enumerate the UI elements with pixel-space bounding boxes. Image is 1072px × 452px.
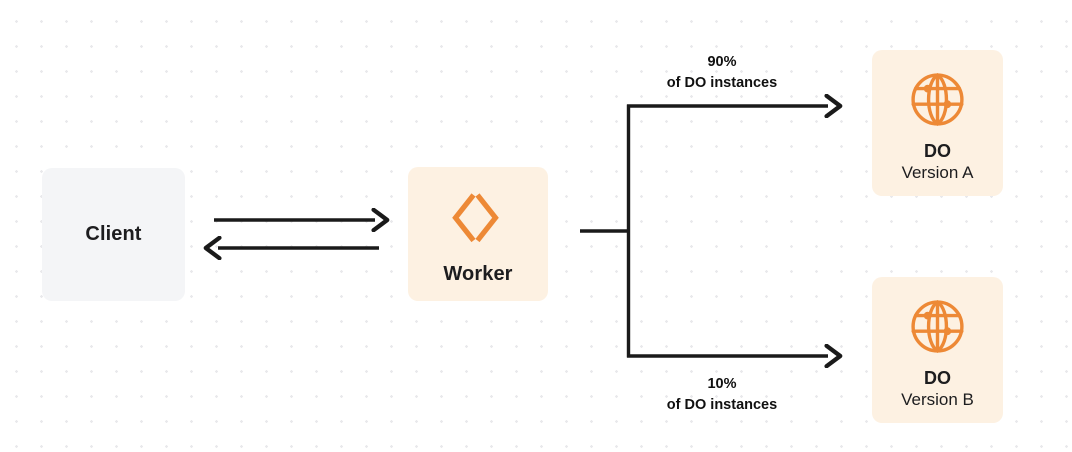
- do-b-title: DO: [924, 367, 951, 388]
- globe-icon: [909, 71, 966, 128]
- edge-label-do-a-caption: of DO instances: [666, 75, 778, 92]
- do-b-version: Version B: [901, 389, 974, 409]
- globe-icon: [909, 298, 966, 355]
- edge-label-do-a-percent: 90%: [707, 54, 737, 70]
- node-do-version-b[interactable]: DO Version B: [872, 277, 1003, 423]
- edge-label-do-b-caption: of DO instances: [666, 397, 778, 414]
- node-worker[interactable]: Worker: [408, 167, 548, 301]
- edge-label-do-b-percent: 10%: [707, 376, 737, 392]
- edge-label-do-b: 10% of DO instances: [612, 374, 832, 416]
- node-do-version-a[interactable]: DO Version A: [872, 50, 1003, 196]
- do-a-title: DO: [924, 140, 951, 161]
- worker-label: Worker: [443, 262, 513, 285]
- client-label: Client: [85, 223, 142, 245]
- node-client[interactable]: Client: [42, 168, 185, 301]
- edge-label-do-a: 90% of DO instances: [612, 52, 832, 94]
- worker-chevron-icon: [449, 189, 507, 247]
- do-a-version: Version A: [901, 162, 974, 182]
